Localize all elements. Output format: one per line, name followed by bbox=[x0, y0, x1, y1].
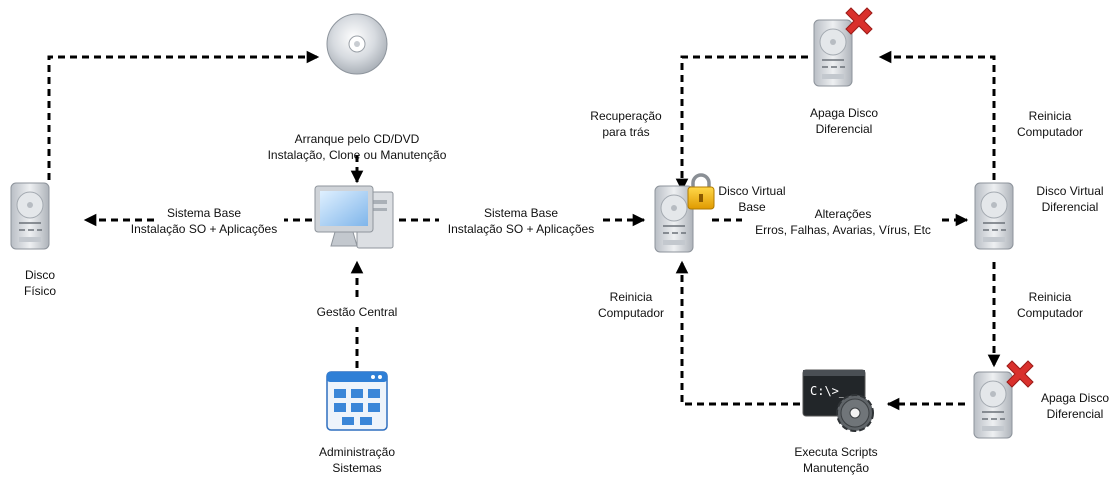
sistema-base-right-label: Sistema Base Instalação SO + Aplicações bbox=[421, 205, 621, 237]
hard-disk-icon bbox=[654, 185, 694, 253]
edges bbox=[47, 50, 1001, 411]
admin-label: Administração Sistemas bbox=[297, 444, 417, 476]
scripts-line1: Executa Scripts bbox=[794, 445, 878, 459]
alteracoes-line2: Erros, Falhas, Avarias, Vírus, Etc bbox=[755, 223, 931, 237]
disco-virtual-diferencial-label: Disco Virtual Diferencial bbox=[1026, 183, 1114, 215]
svg-text:C:\>_: C:\>_ bbox=[810, 384, 847, 398]
recuperacao-label: Recuperação para trás bbox=[576, 108, 676, 140]
gestao-central-line1: Gestão Central bbox=[316, 305, 398, 319]
scripts-line2: Manutenção bbox=[802, 461, 870, 475]
disco-virtual-base-label: Disco Virtual Base bbox=[708, 183, 796, 215]
cd-dvd-label: Arranque pelo CD/DVD Instalação, Clone o… bbox=[232, 131, 482, 163]
red-x-icon bbox=[845, 7, 873, 35]
red-x-icon bbox=[1006, 360, 1034, 388]
terminal-gear-icon: C:\>_ bbox=[802, 369, 874, 432]
apaga-top-line2: Diferencial bbox=[815, 122, 873, 136]
cd-dvd-label-line2: Instalação, Clone ou Manutenção bbox=[267, 148, 447, 162]
sistema-base-right-line1: Sistema Base bbox=[483, 206, 559, 220]
admin-label-line1: Administração bbox=[318, 445, 396, 459]
gestao-central-label: Gestão Central bbox=[297, 304, 417, 320]
lock-icon bbox=[687, 173, 715, 210]
reinicia-right-bottom-line1: Reinicia bbox=[1028, 290, 1072, 304]
disco-virtual-base-line1: Disco Virtual bbox=[718, 184, 786, 198]
edge-apaga-top-to-base bbox=[675, 55, 808, 192]
hard-disk-icon bbox=[974, 182, 1014, 250]
reinicia-left-line1: Reinicia bbox=[609, 290, 653, 304]
reinicia-left-line2: Computador bbox=[597, 306, 665, 320]
computer-icon bbox=[314, 185, 394, 249]
apaga-bottom-line2: Diferencial bbox=[1046, 407, 1104, 421]
apaga-bottom-line1: Apaga Disco bbox=[1040, 391, 1110, 405]
apaga-bottom-label: Apaga Disco Diferencial bbox=[1032, 390, 1118, 422]
recuperacao-line1: Recuperação bbox=[590, 109, 662, 123]
disco-fisico-label-line1: Disco bbox=[24, 268, 55, 282]
edge-diferencial-to-apaga-top bbox=[878, 50, 996, 180]
sistema-base-left-line1: Sistema Base bbox=[166, 206, 242, 220]
apaga-top-label: Apaga Disco Diferencial bbox=[794, 105, 894, 137]
recuperacao-line2: para trás bbox=[602, 125, 650, 139]
disco-fisico-label-line2: Físico bbox=[23, 284, 56, 298]
disco-virtual-diferencial-line2: Diferencial bbox=[1041, 200, 1099, 214]
cd-dvd-icon bbox=[326, 13, 388, 75]
hard-disk-icon bbox=[973, 371, 1013, 439]
sistema-base-right-line2: Instalação SO + Aplicações bbox=[447, 222, 595, 236]
reinicia-left-label: Reinicia Computador bbox=[581, 289, 681, 321]
admin-label-line2: Sistemas bbox=[332, 461, 382, 475]
apaga-top-line1: Apaga Disco bbox=[809, 106, 879, 120]
reinicia-right-top-line1: Reinicia bbox=[1028, 109, 1072, 123]
hard-disk-icon bbox=[10, 182, 50, 250]
sistema-base-left-line2: Instalação SO + Aplicações bbox=[130, 222, 278, 236]
reinicia-right-bottom-label: Reinicia Computador bbox=[1000, 289, 1100, 321]
disco-virtual-base-line2: Base bbox=[738, 200, 766, 214]
admin-window-icon bbox=[326, 371, 388, 431]
alteracoes-label: Alterações Erros, Falhas, Avarias, Vírus… bbox=[738, 206, 948, 238]
reinicia-right-top-label: Reinicia Computador bbox=[1000, 108, 1100, 140]
alteracoes-line1: Alterações bbox=[814, 207, 872, 221]
edge-disk-to-cd bbox=[47, 50, 320, 180]
edge-scripts-to-base bbox=[675, 260, 800, 406]
disco-fisico-label: Disco Físico bbox=[10, 267, 70, 299]
reinicia-right-bottom-line2: Computador bbox=[1016, 306, 1084, 320]
scripts-label: Executa Scripts Manutenção bbox=[776, 444, 896, 476]
disco-virtual-diferencial-line1: Disco Virtual bbox=[1036, 184, 1104, 198]
sistema-base-left-label: Sistema Base Instalação SO + Aplicações bbox=[104, 205, 304, 237]
reinicia-right-top-line2: Computador bbox=[1016, 125, 1084, 139]
cd-dvd-label-line1: Arranque pelo CD/DVD bbox=[294, 132, 420, 146]
